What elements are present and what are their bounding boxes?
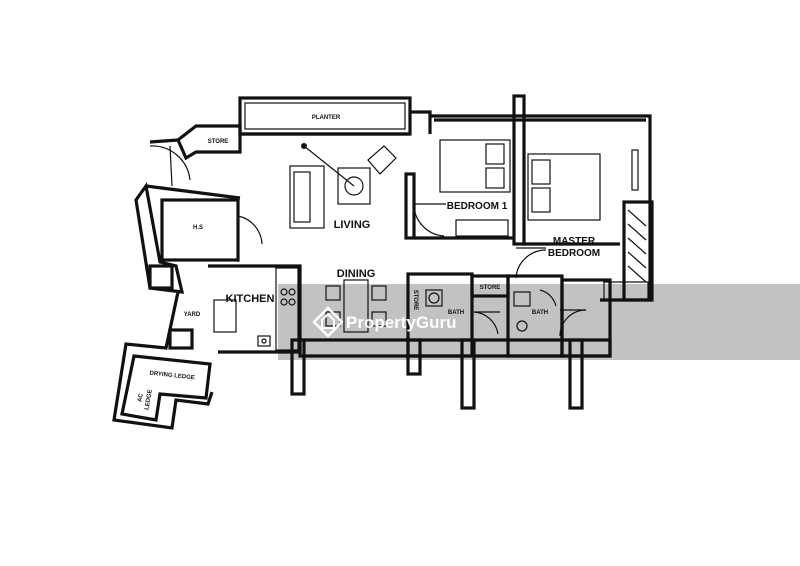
label-bath-1: BATH (448, 310, 464, 316)
room-labels: PLANTER STORE H.S LIVING DINING KITCHEN … (137, 115, 600, 411)
doors (149, 145, 587, 337)
label-yard: YARD (184, 312, 201, 318)
propertyguru-logo-icon (312, 306, 344, 338)
label-planter: PLANTER (312, 115, 341, 121)
watermark-text: PropertyGuru (346, 313, 457, 332)
internal-walls (290, 94, 639, 410)
label-master-2: BEDROOM (548, 248, 600, 259)
label-store-vert: STORE (412, 290, 418, 311)
label-hs: H.S (193, 225, 203, 231)
label-store-mid: STORE (480, 285, 501, 291)
label-bath-2: BATH (532, 310, 548, 316)
watermark: PropertyGuru (312, 306, 457, 338)
label-bedroom1: BEDROOM 1 (447, 201, 508, 212)
label-ac-ledge-1: AC (137, 392, 145, 402)
label-master-1: MASTER (553, 236, 596, 247)
label-living: LIVING (334, 219, 371, 231)
watermark-band (278, 284, 800, 360)
label-store-top: STORE (208, 139, 229, 145)
label-kitchen: KITCHEN (226, 293, 275, 305)
label-drying-ledge: DRYING LEDGE (149, 371, 195, 382)
label-ac-ledge-2: LEDGE (144, 389, 153, 410)
label-dining: DINING (337, 268, 376, 280)
